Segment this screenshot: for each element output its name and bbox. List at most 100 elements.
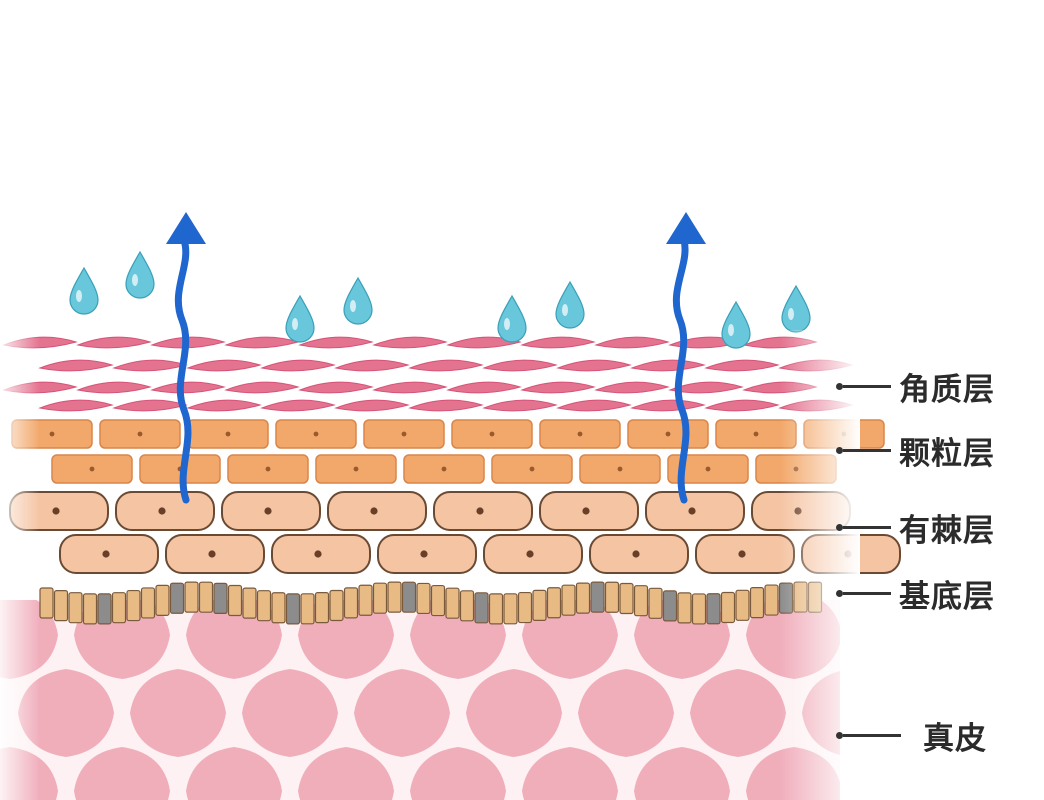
dermis-cell: [130, 669, 226, 757]
cell-nucleus: [225, 431, 231, 437]
basal-cell: [459, 590, 475, 622]
basal-cell: [227, 584, 243, 617]
dermis-cell: [18, 669, 114, 757]
pointer-line: [843, 385, 891, 388]
basal-cell: [662, 590, 678, 622]
cell-nucleus: [738, 550, 746, 558]
cell-nucleus: [529, 466, 535, 472]
basal-cell: [126, 589, 141, 622]
pointer-line: [843, 526, 891, 529]
pointer-dot: [836, 524, 843, 531]
basal-cell: [619, 582, 634, 615]
basal-cell: [97, 593, 112, 625]
dermis-cell: [186, 747, 282, 800]
corneum-flake: [38, 399, 114, 412]
pointer-line: [843, 592, 891, 595]
corneum-flake: [186, 359, 262, 372]
corneum-flake: [520, 336, 596, 349]
basal-cell: [256, 590, 272, 622]
cell-nucleus: [632, 550, 640, 558]
cell-nucleus: [264, 507, 272, 515]
cell-nucleus: [489, 431, 495, 437]
basal-cell: [532, 589, 547, 621]
cell-nucleus: [89, 466, 95, 472]
basal-cell: [648, 587, 663, 619]
cell-nucleus: [49, 431, 55, 437]
basal-cell: [749, 587, 765, 619]
dermis-cell: [690, 669, 786, 757]
cell-nucleus: [208, 550, 216, 558]
basal-cell: [561, 584, 576, 616]
cell-nucleus: [753, 431, 759, 437]
corneum-flake: [260, 359, 336, 372]
pointer-line: [843, 449, 891, 452]
corneum-flake: [594, 381, 670, 394]
corneum-flake: [482, 399, 558, 412]
basal-cell: [590, 581, 605, 613]
droplet-highlight: [504, 318, 510, 330]
corneum-flake: [334, 399, 410, 412]
basal-cell: [720, 591, 736, 624]
corneum-flake: [76, 381, 152, 394]
corneum-flake: [76, 336, 152, 349]
cell-nucleus: [370, 507, 378, 515]
dermis-cell: [578, 669, 674, 757]
corneum-flake: [224, 381, 300, 394]
cell-nucleus: [102, 550, 110, 558]
basal-cell: [764, 584, 779, 616]
label-stratum-spinosum: 有棘层: [836, 505, 995, 550]
dermis-cell: [242, 669, 338, 757]
corneum-flake: [408, 399, 484, 412]
basal-cell: [546, 587, 562, 619]
label-stratum-granulosum: 颗粒层: [836, 428, 995, 473]
cell-nucleus: [52, 507, 60, 515]
corneum-flake: [112, 399, 188, 412]
corneum-flake: [150, 381, 226, 394]
basal-cell: [53, 590, 69, 622]
cell-nucleus: [476, 507, 484, 515]
basal-cell: [633, 585, 649, 617]
basal-cell: [68, 592, 83, 624]
cell-nucleus: [265, 466, 271, 472]
basal-cell: [213, 582, 228, 614]
basal-cell: [343, 587, 359, 619]
dermis-cell: [74, 747, 170, 800]
cell-nucleus: [137, 431, 143, 437]
basal-cell: [111, 592, 127, 624]
basal-cell: [314, 592, 330, 624]
basal-cell: [691, 593, 707, 625]
corneum-flake: [298, 336, 374, 349]
stratum-spinosum-layer: [9, 491, 901, 574]
corneum-flake: [630, 359, 706, 372]
cell-nucleus: [582, 507, 590, 515]
droplet-icon: [497, 294, 527, 343]
water-loss-arrow-left: [166, 212, 206, 504]
water-droplets: [69, 250, 811, 349]
corneum-flake: [520, 381, 596, 394]
droplet-highlight: [132, 274, 138, 286]
basal-cell: [329, 589, 344, 622]
basal-cell: [604, 581, 620, 613]
pointer-dot: [836, 383, 843, 390]
corneum-flake: [704, 399, 780, 412]
cell-nucleus: [526, 550, 534, 558]
pointer-dot: [836, 447, 843, 454]
cell-nucleus: [577, 431, 583, 437]
corneum-flake: [224, 336, 300, 349]
stratum-corneum-layer: [2, 336, 854, 412]
basal-cell: [285, 593, 301, 625]
pointer-line: [843, 734, 901, 737]
basal-cell: [677, 592, 692, 624]
cell-nucleus: [353, 466, 359, 472]
corneum-flake: [446, 381, 522, 394]
cell-nucleus: [705, 466, 711, 472]
dermis-cell: [522, 747, 618, 800]
cell-nucleus: [420, 550, 428, 558]
basal-cell: [575, 582, 591, 614]
cell-nucleus: [158, 507, 166, 515]
basal-cell: [242, 587, 257, 619]
corneum-flake: [372, 336, 448, 349]
basal-cell: [401, 581, 417, 613]
cell-nucleus: [688, 507, 696, 515]
